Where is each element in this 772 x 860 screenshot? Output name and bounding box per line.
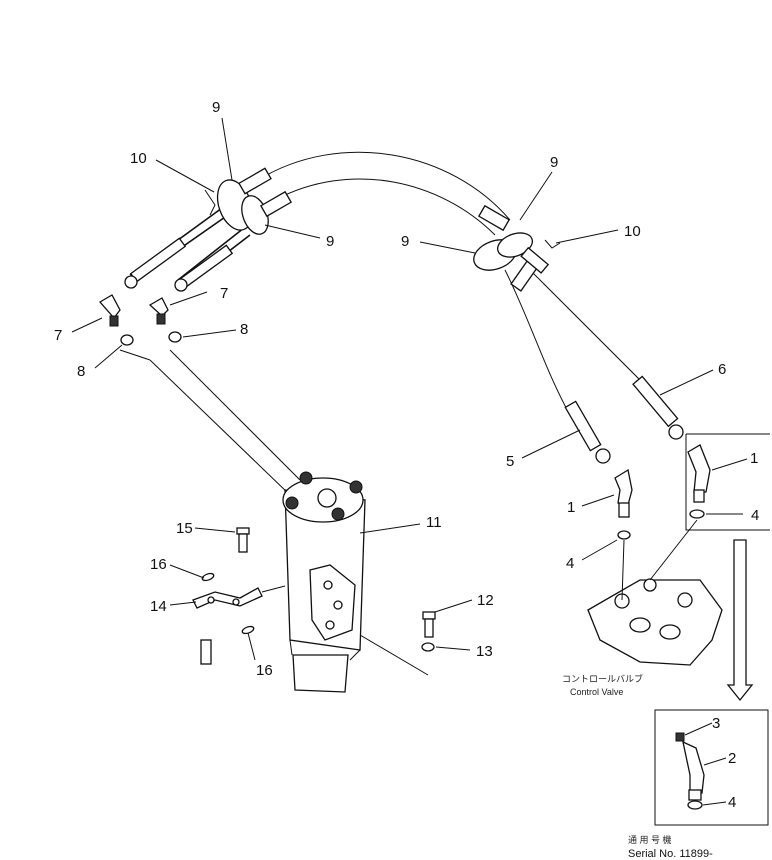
callout-12: 12 (477, 592, 494, 609)
callout-2: 2 (728, 750, 736, 767)
callout-1-mid: 1 (567, 499, 575, 516)
serial-jp-label: 通 用 号 機 (628, 834, 672, 845)
callout-16-bottom: 16 (256, 662, 273, 679)
serial-number-label: Serial No. 11899- (628, 848, 713, 860)
swivel-joint (282, 471, 366, 693)
callout-4-lower: 4 (728, 794, 736, 811)
callout-14: 14 (150, 598, 167, 615)
down-arrow (726, 539, 754, 702)
callout-8-right: 8 (240, 321, 248, 338)
bolt-15 (236, 527, 250, 553)
callout-3: 3 (712, 715, 720, 732)
box-upper (685, 433, 770, 531)
callout-numbers: 9 10 9 7 7 8 8 9 9 10 6 5 1 1 4 4 11 15 … (54, 99, 759, 811)
text-labels: コントロールバルブ Control Valve 通 用 号 機 Serial N… (562, 673, 713, 860)
right-hose-ends (564, 375, 684, 464)
callout-9-top-right: 9 (550, 154, 558, 171)
callout-5: 5 (506, 453, 514, 470)
callout-4-box: 4 (751, 507, 759, 524)
callout-15: 15 (176, 520, 193, 537)
callout-1-box: 1 (750, 450, 758, 467)
callout-13: 13 (476, 643, 493, 660)
callout-9-top-left: 9 (212, 99, 220, 116)
hose-lines (119, 151, 651, 496)
fitting-1-mid (614, 468, 633, 540)
callout-7-upper: 7 (220, 285, 228, 302)
clamp-left (204, 167, 293, 235)
control-valve (587, 519, 723, 666)
elbow-fittings-7 (98, 294, 169, 327)
leader-lines (71, 117, 748, 806)
control-valve-jp-label: コントロールバルブ (562, 673, 643, 684)
bolt-12 (359, 611, 436, 676)
callout-6: 6 (718, 361, 726, 378)
left-hose-ends (124, 237, 234, 292)
callout-10-left: 10 (130, 150, 147, 167)
box-lower (654, 709, 769, 826)
callout-9-right: 9 (401, 233, 409, 250)
o-rings-8 (120, 331, 182, 346)
callout-10-right: 10 (624, 223, 641, 240)
callout-7-lower: 7 (54, 327, 62, 344)
callout-16-top: 16 (150, 556, 167, 573)
callout-9-left: 9 (326, 233, 334, 250)
callout-4-mid: 4 (566, 555, 574, 572)
callout-11: 11 (426, 514, 442, 531)
callout-8-left: 8 (77, 363, 85, 380)
bracket-14 (192, 572, 286, 665)
clamp-right (473, 204, 561, 292)
control-valve-en-label: Control Valve (570, 687, 623, 697)
